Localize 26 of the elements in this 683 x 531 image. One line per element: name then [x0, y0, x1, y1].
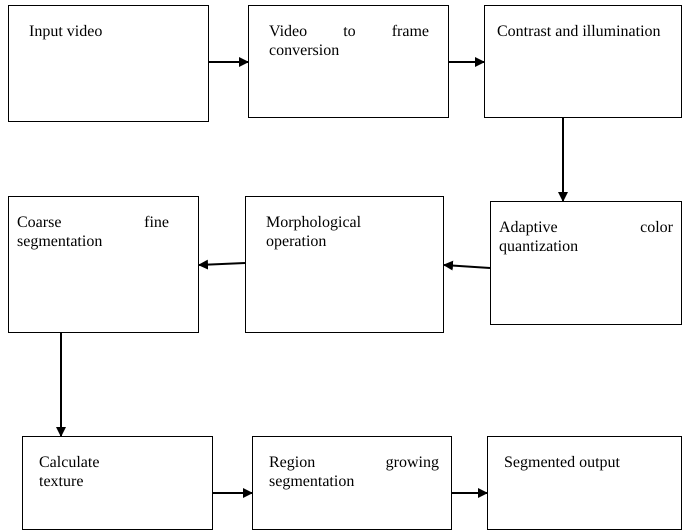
arrow: [558, 118, 568, 202]
process-box: [252, 436, 452, 530]
arrow: [213, 488, 253, 498]
arrow: [443, 260, 490, 271]
step-label: Contrast and illumination: [497, 22, 662, 41]
step-label: Adaptive color quantization: [499, 218, 673, 256]
step-label: Calculate texture: [39, 453, 100, 491]
arrow: [56, 333, 66, 437]
arrow: [449, 57, 485, 67]
step-label: Video to frame conversion: [269, 22, 429, 60]
step-label: Segmented output: [504, 453, 621, 472]
arrow: [452, 488, 488, 498]
process-box: [8, 196, 199, 333]
step-label: Region growing segmentation: [269, 453, 439, 491]
process-box: [245, 196, 444, 333]
process-box: [22, 436, 213, 530]
process-box: [490, 201, 682, 325]
process-box: [484, 5, 682, 118]
arrow: [209, 57, 249, 67]
step-label: Coarse fine segmentation: [17, 213, 169, 251]
step-label: Input video: [29, 22, 104, 41]
step-label: Morphological operation: [266, 213, 362, 251]
process-box: [248, 5, 449, 118]
process-box: [8, 5, 209, 122]
arrow: [198, 260, 246, 270]
process-box: [487, 436, 682, 530]
